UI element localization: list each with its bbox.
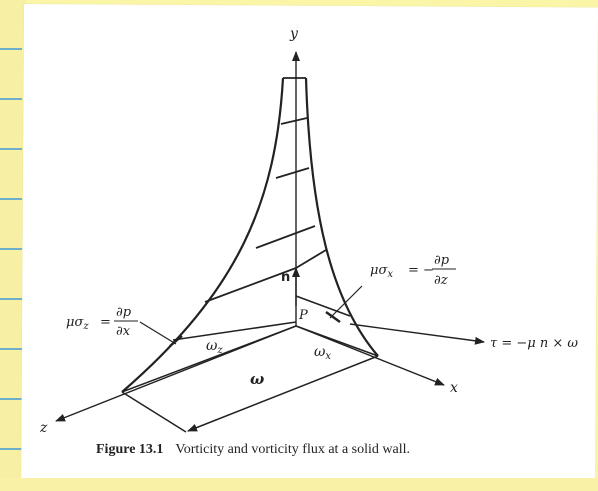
margin-line [0, 398, 22, 400]
margin-line [0, 148, 22, 150]
wall-edge [295, 325, 379, 357]
sigma-z-flux-mark [169, 335, 183, 347]
svg-text:μσx: μσx [370, 263, 393, 280]
wall-edge [121, 325, 297, 393]
contour-line [295, 249, 327, 269]
svg-text:∂x: ∂x [116, 324, 131, 339]
surface-left-edge [121, 77, 285, 393]
contour-line [280, 117, 308, 125]
contour-line [172, 321, 297, 341]
svg-text:=: = [100, 315, 111, 330]
figure-number: Figure 13.1 [96, 442, 164, 457]
margin-line [0, 198, 22, 200]
x-axis [295, 325, 445, 386]
z-axis-label: z [39, 420, 48, 436]
svg-text:∂p: ∂p [116, 305, 132, 320]
margin-line [0, 48, 22, 50]
sigma-x-flux-mark [325, 311, 341, 323]
sigma-z-pointer [139, 321, 177, 345]
contour-line [295, 295, 351, 317]
y-axis-label: y [289, 26, 299, 42]
paper-strip [0, 478, 598, 491]
contour-line [275, 167, 310, 179]
sigma-x-pointer [329, 285, 363, 319]
contour-line [204, 267, 297, 303]
omega-x-label: ωx [314, 344, 331, 362]
sigma-z-equation: μσz = ∂p ∂x [66, 305, 138, 339]
margin-line [0, 448, 22, 450]
margin-line [0, 248, 22, 250]
svg-text:∂z: ∂z [434, 273, 448, 288]
sigma-x-equation: μσx = − ∂p ∂z [370, 253, 456, 288]
svg-text:= −: = − [408, 263, 434, 278]
margin-line [0, 98, 22, 100]
normal-label: n [281, 270, 290, 285]
figure-caption-text: Vorticity and vorticity flux at a solid … [175, 442, 410, 457]
omega-z-label: ωz [206, 338, 223, 356]
tau-equation: τ = −μ n × ω [490, 336, 578, 351]
x-axis-label: x [450, 380, 458, 396]
point-label: P [298, 308, 308, 323]
figure-caption: Figure 13.1 Vorticity and vorticity flux … [96, 442, 556, 458]
surface-right-edge [304, 77, 379, 357]
svg-text:μσz: μσz [66, 315, 89, 332]
svg-text:∂p: ∂p [434, 253, 450, 268]
tau-vector [349, 323, 485, 345]
contour-line [255, 225, 316, 249]
wall-edge [121, 391, 187, 433]
margin-line [0, 348, 22, 350]
omega-vector [187, 355, 379, 432]
omega-label: ω [250, 370, 264, 388]
margin-line [0, 298, 22, 300]
